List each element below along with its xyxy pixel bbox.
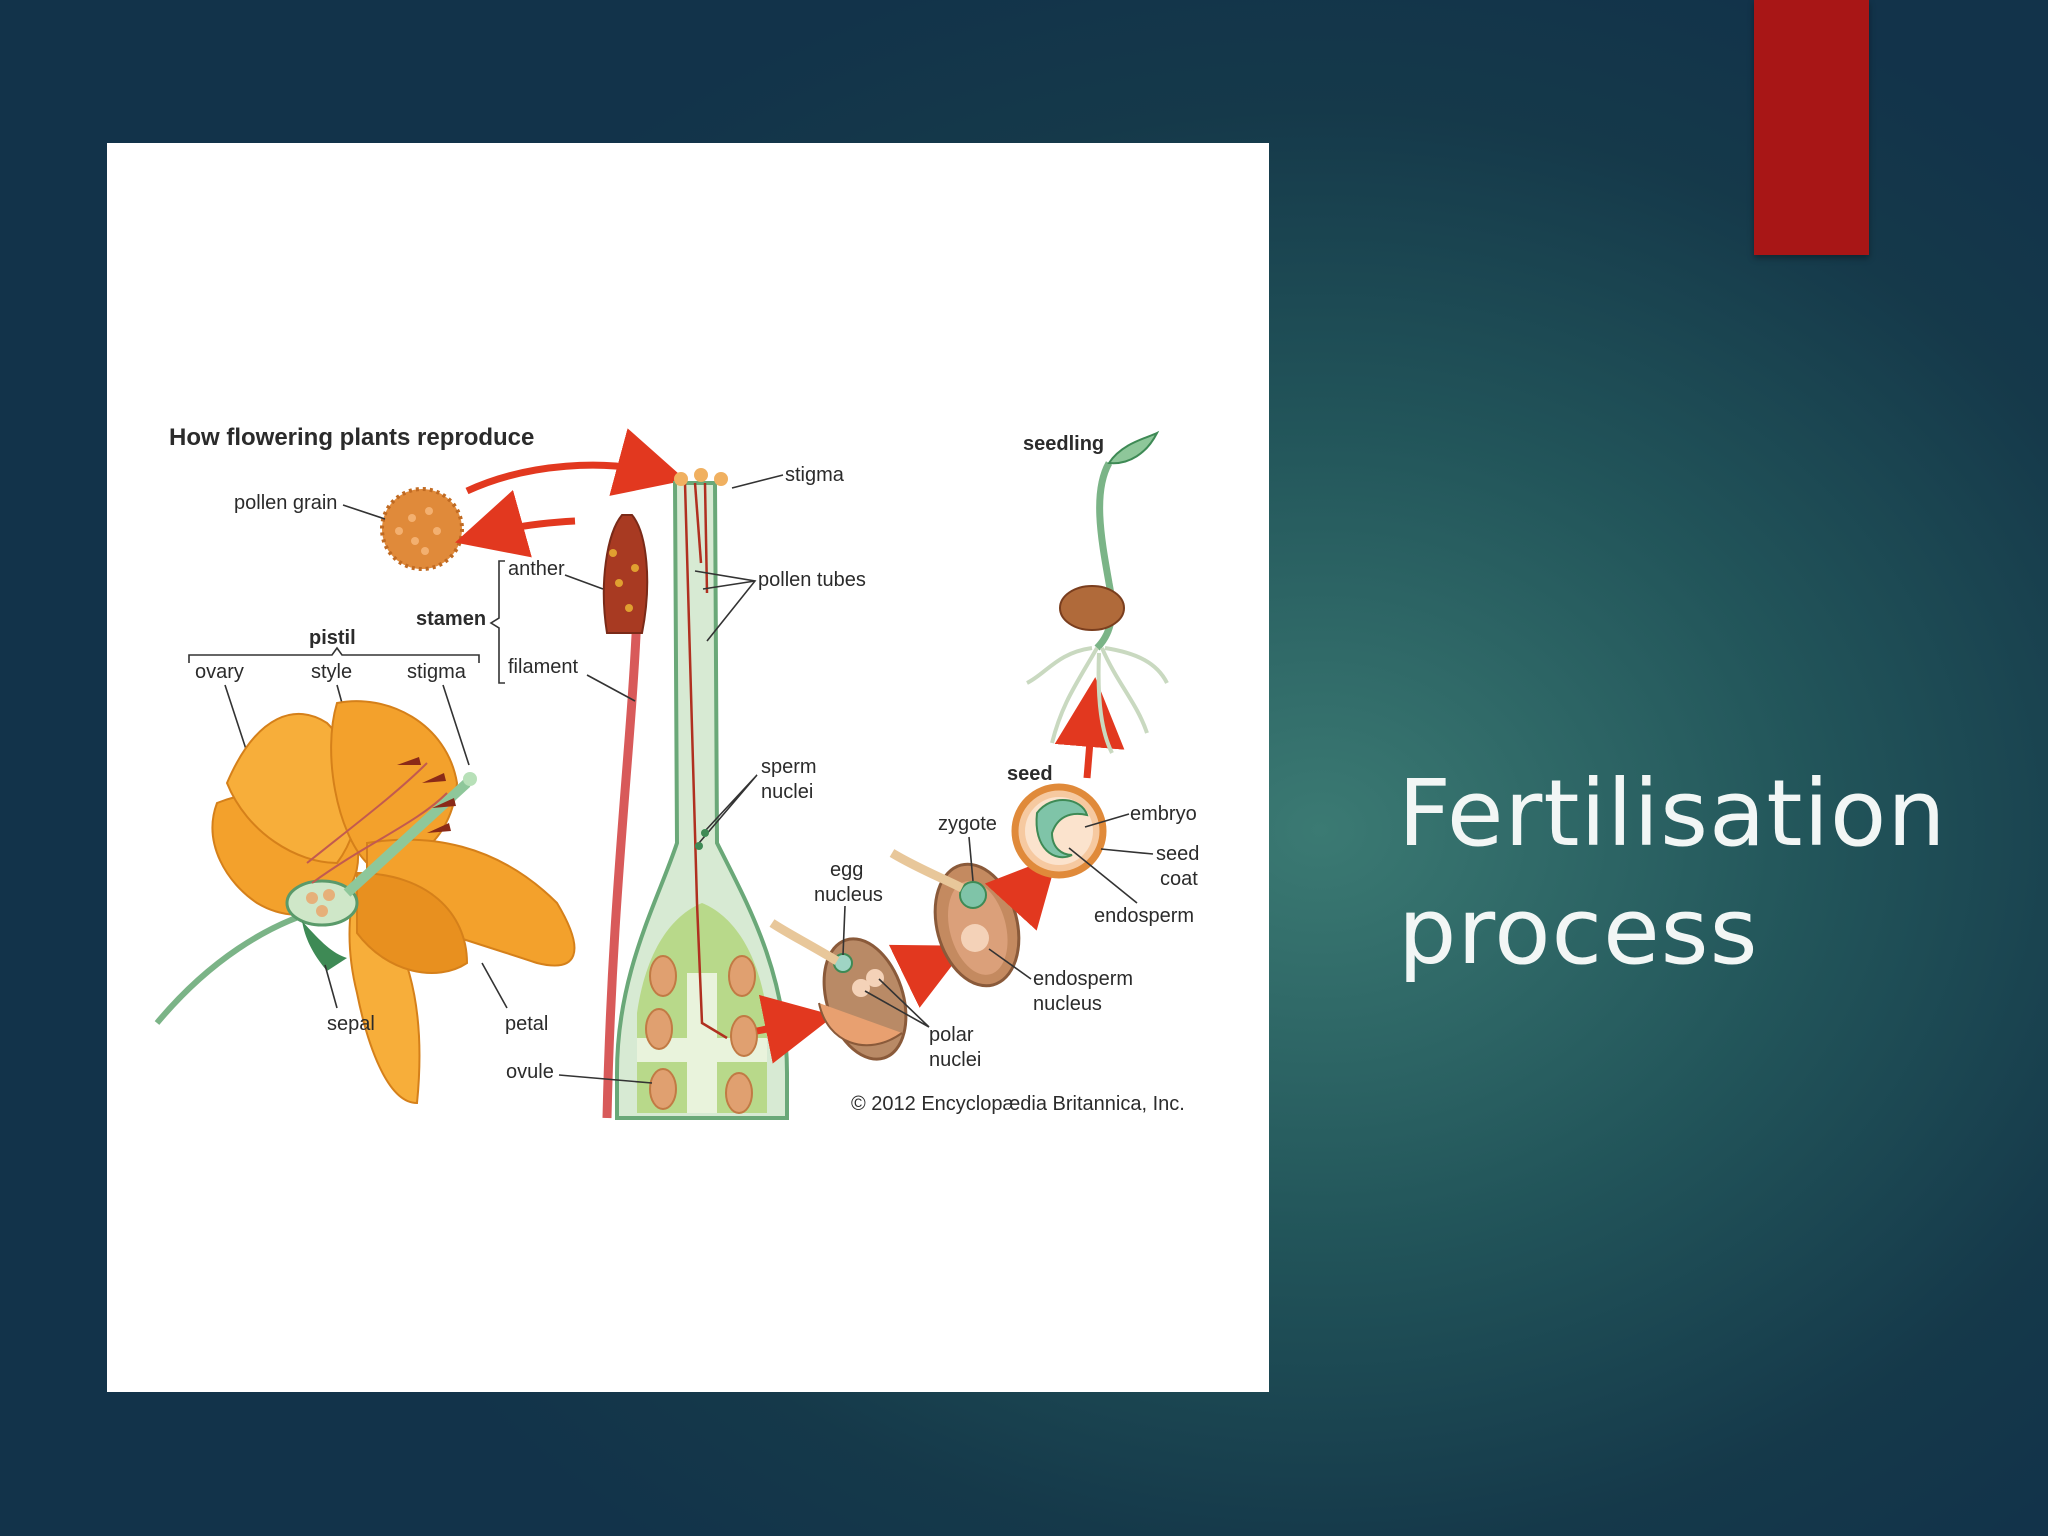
label-seed-coat-b: coat: [1160, 868, 1198, 890]
ovule-egg-drawing: [769, 919, 908, 1061]
label-seed: seed: [1007, 763, 1053, 785]
label-endosperm-nucleus-a: endosperm: [1033, 968, 1133, 990]
red-accent-bar: [1754, 0, 1869, 255]
diagram-illustration: How flowering plants reproduce pollen gr…: [154, 424, 1199, 1120]
label-zygote: zygote: [938, 813, 997, 835]
label-embryo: embryo: [1130, 803, 1197, 825]
label-ovule: ovule: [506, 1061, 554, 1083]
label-egg: egg: [830, 859, 863, 881]
label-sperm: sperm: [761, 756, 817, 778]
label-endosperm-nucleus-b: nucleus: [1033, 993, 1102, 1015]
label-filament: filament: [508, 656, 578, 678]
fertilisation-diagram: How flowering plants reproduce pollen gr…: [107, 143, 1269, 1392]
copyright-text: © 2012 Encyclopædia Britannica, Inc.: [851, 1093, 1185, 1115]
label-ovary: ovary: [195, 661, 244, 683]
pollen-grain-drawing: [380, 487, 464, 571]
label-polar: polar: [929, 1024, 974, 1046]
seedling-drawing: [1026, 430, 1169, 754]
label-endosperm: endosperm: [1094, 905, 1194, 927]
label-style: style: [311, 661, 352, 683]
label-sepal: sepal: [327, 1013, 375, 1035]
label-stigma-top: stigma: [785, 464, 845, 486]
label-stigma: stigma: [407, 661, 467, 683]
label-polar-nuclei: nuclei: [929, 1049, 981, 1071]
anther-drawing: [602, 514, 649, 634]
label-pollen-tubes: pollen tubes: [758, 569, 866, 591]
label-pollen-grain: pollen grain: [234, 492, 337, 514]
slide-title-line-2: process: [1398, 878, 1759, 985]
label-seed-coat-a: seed: [1156, 843, 1199, 865]
diagram-title: How flowering plants reproduce: [169, 424, 534, 451]
slide-title: Fertilisation process: [1398, 755, 2018, 991]
label-stamen: stamen: [416, 608, 486, 630]
label-seedling: seedling: [1023, 433, 1104, 455]
seed-drawing: [1011, 783, 1107, 879]
label-petal: petal: [505, 1013, 548, 1035]
label-sperm-nuclei: nuclei: [761, 781, 813, 803]
lily-flower-drawing: [154, 700, 576, 1105]
label-anther: anther: [508, 558, 565, 580]
slide-title-line-1: Fertilisation: [1398, 760, 1947, 867]
pistil-drawing: [615, 468, 789, 1120]
label-pistil: pistil: [309, 627, 356, 649]
label-egg-nucleus: nucleus: [814, 884, 883, 906]
